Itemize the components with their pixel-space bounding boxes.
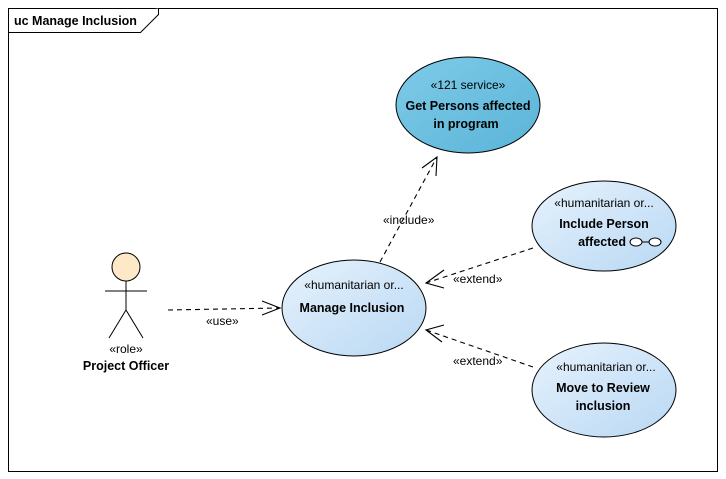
usecase-stereotype: «121 service» <box>431 78 506 92</box>
actor-left-leg <box>108 309 127 339</box>
usecase-stereotype: «humanitarian or... <box>556 360 655 374</box>
usecase-stereotype: «humanitarian or... <box>554 196 653 210</box>
usecase-name-line1: Move to Review <box>556 381 650 395</box>
include-label: «include» <box>383 213 435 227</box>
usecase-get-persons-affected[interactable]: «121 service» Get Persons affected in pr… <box>395 56 541 154</box>
usecase-include-person-affected[interactable]: «humanitarian or... Include Person affec… <box>531 180 677 272</box>
frame-title: uc Manage Inclusion <box>14 14 137 28</box>
actor-name: Project Officer <box>83 359 169 373</box>
actor-project-officer[interactable]: «role» Project Officer <box>83 252 169 373</box>
usecase-name-line1: Get Persons affected <box>405 99 530 113</box>
usecase-name: Manage Inclusion <box>300 301 405 315</box>
connector-include[interactable]: «include» <box>379 155 438 263</box>
use-label: «use» <box>206 314 239 328</box>
actor-head <box>111 252 141 282</box>
frame-title-tab <box>8 8 159 33</box>
usecase-move-to-review-inclusion[interactable]: «humanitarian or... Move to Review inclu… <box>531 342 677 438</box>
connector-extend-include-person[interactable]: «extend» <box>424 247 534 289</box>
usecase-manage-inclusion[interactable]: «humanitarian or... Manage Inclusion <box>281 259 427 357</box>
actor-right-leg <box>125 309 144 339</box>
connector-extend-move-to-review[interactable]: «extend» <box>424 324 534 368</box>
extend-label-2: «extend» <box>453 354 503 368</box>
usecase-stereotype: «humanitarian or... <box>304 278 403 292</box>
connector-use[interactable]: «use» <box>167 300 282 328</box>
extend-label-1: «extend» <box>453 272 503 286</box>
usecase-name-line1: Include Person <box>559 217 649 231</box>
actor-stereotype: «role» <box>109 342 143 356</box>
composite-link-icon <box>629 237 662 247</box>
usecase-name-line2: inclusion <box>576 399 631 413</box>
usecase-name-line2: affected <box>578 235 626 249</box>
usecase-name-line2: in program <box>433 117 498 131</box>
